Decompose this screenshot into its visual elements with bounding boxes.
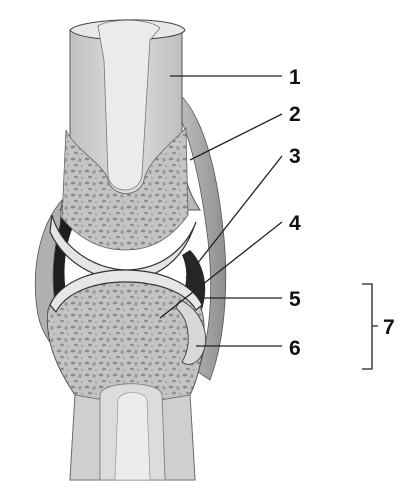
label-6: 6 — [289, 338, 301, 359]
label-2: 2 — [289, 104, 301, 125]
label-1: 1 — [289, 67, 301, 88]
bracket-7 — [362, 284, 378, 369]
label-3: 3 — [289, 146, 301, 167]
lower-marrow-inner — [115, 393, 150, 481]
label-5: 5 — [289, 289, 301, 310]
label-4: 4 — [289, 213, 301, 234]
label-7: 7 — [383, 317, 395, 338]
